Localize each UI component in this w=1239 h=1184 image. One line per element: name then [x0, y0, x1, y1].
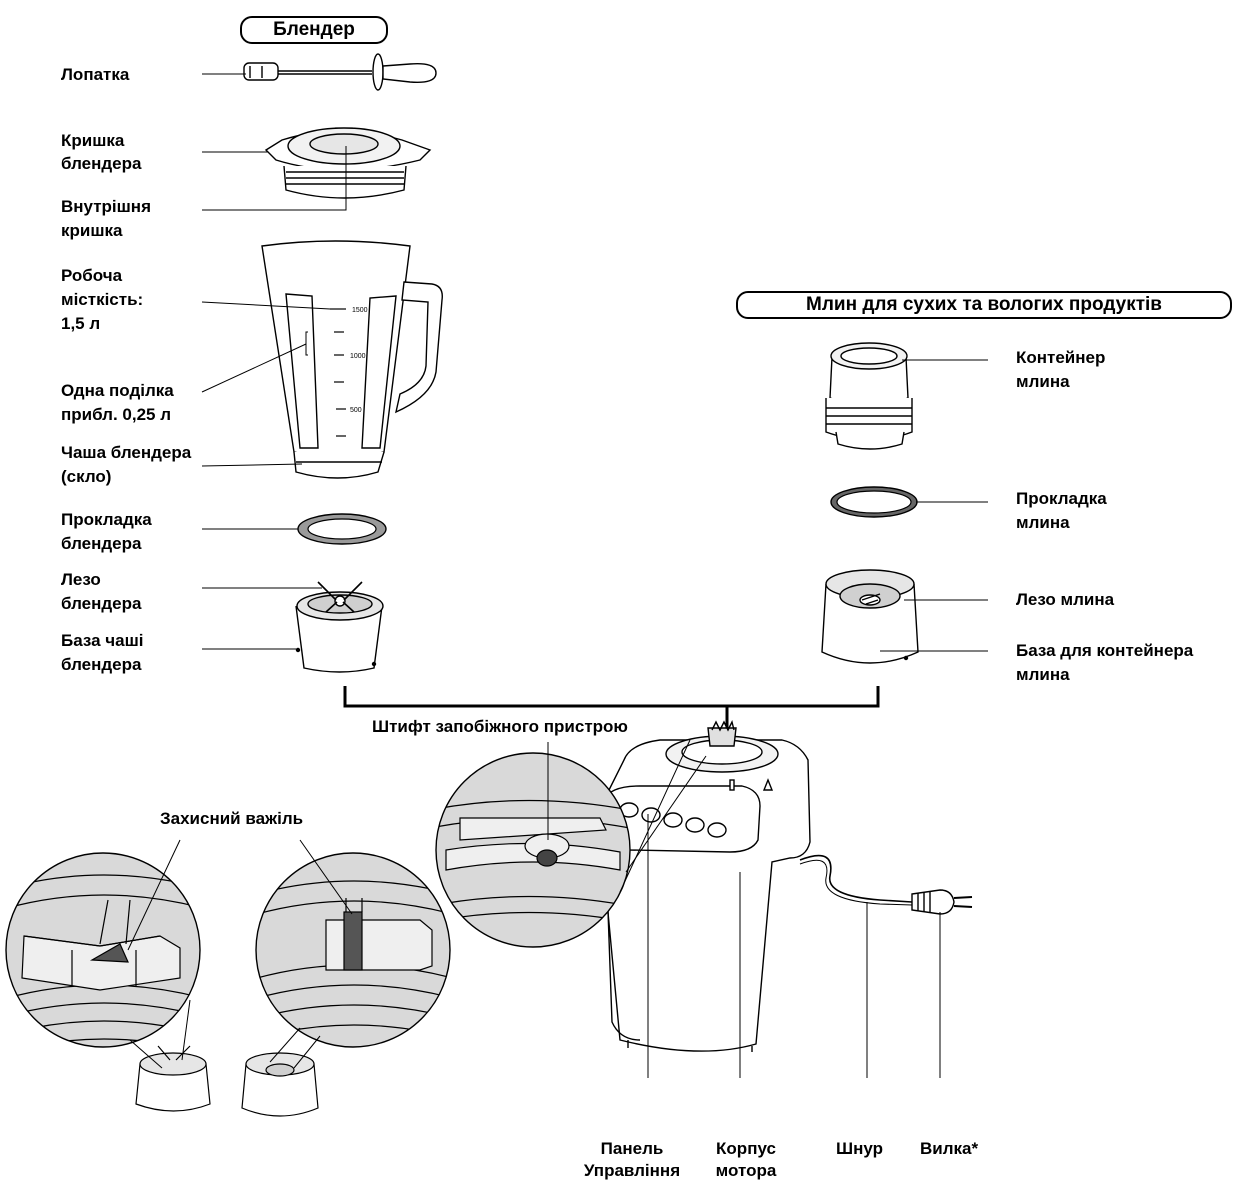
label-cord: Шнур: [836, 1139, 883, 1158]
label-lid-line1: Кришка: [61, 131, 125, 150]
label-blade-line2: блендера: [61, 594, 142, 613]
label-jar-line2: (скло): [61, 467, 112, 486]
label-plug: Вилка*: [920, 1139, 979, 1158]
label-motor-line1: Корпус: [716, 1139, 776, 1158]
label-gasket-line1: Прокладка: [61, 510, 152, 529]
blender-section-title: Блендер: [240, 16, 388, 44]
label-jar-line1: Чаша блендера: [61, 443, 192, 462]
scale-mark-1000: 1000: [350, 353, 366, 360]
label-safety-lever: Захисний важіль: [160, 809, 304, 828]
label-motor-line2: мотора: [715, 1161, 777, 1180]
label-panel-line2: Управління: [583, 1161, 681, 1180]
label-blade-line1: Лезо: [61, 570, 101, 589]
magnifier-connectors: [129, 739, 707, 1069]
jar-scale-marks: [330, 308, 346, 437]
scale-mark-1500: 1500: [352, 307, 368, 314]
grinder-gasket-illustration: [830, 486, 918, 518]
blender-gasket-illustration: [297, 513, 387, 545]
magnifier-middle: [255, 852, 451, 1048]
blender-jar-illustration: [261, 240, 443, 479]
grinder-blade-base-illustration: [821, 569, 919, 664]
grinder-container-illustration: [825, 342, 913, 450]
spatula-illustration: [243, 53, 437, 91]
label-grinder-base-line1: База для контейнера: [1016, 641, 1194, 660]
magnifier-left: [5, 852, 201, 1048]
leader-lines: [127, 73, 988, 1078]
label-grinder-container-line2: млина: [1016, 372, 1070, 391]
label-division-line2: прибл. 0,25 л: [61, 405, 172, 424]
mini-blender-base: [135, 1045, 211, 1112]
label-division-line1: Одна поділка: [61, 381, 174, 400]
label-grinder-base-line2: млина: [1016, 665, 1070, 684]
label-spatula: Лопатка: [61, 65, 130, 84]
label-grinder-gasket-line2: млина: [1016, 513, 1070, 532]
label-capacity-line1: Робоча: [61, 266, 123, 285]
mini-grinder-base: [241, 1052, 319, 1117]
blender-lid-illustration: [264, 127, 432, 210]
label-capacity-line2: місткість:: [61, 290, 144, 309]
label-capacity-line3: 1,5 л: [61, 314, 101, 333]
label-base-line1: База чаші: [61, 631, 144, 650]
label-grinder-gasket-line1: Прокладка: [1016, 489, 1107, 508]
label-panel-line1: Панель: [600, 1139, 664, 1158]
grinder-section-title: Млин для сухих та вологих продуктів: [736, 291, 1232, 319]
label-inner-lid-line1: Внутрішня: [61, 197, 151, 216]
scale-mark-500: 500: [350, 407, 362, 414]
motor-unit-illustration: [603, 719, 973, 1052]
label-lid-line2: блендера: [61, 154, 142, 173]
blender-blade-base-illustration: [295, 581, 384, 673]
label-safety-pin: Штифт запобіжного пристрою: [372, 717, 628, 736]
label-base-line2: блендера: [61, 655, 142, 674]
label-inner-lid-line2: кришка: [61, 221, 123, 240]
label-gasket-line2: блендера: [61, 534, 142, 553]
label-grinder-blade: Лезо млина: [1016, 590, 1115, 609]
label-grinder-container-line1: Контейнер: [1016, 348, 1106, 367]
magnifier-right: [435, 752, 631, 948]
